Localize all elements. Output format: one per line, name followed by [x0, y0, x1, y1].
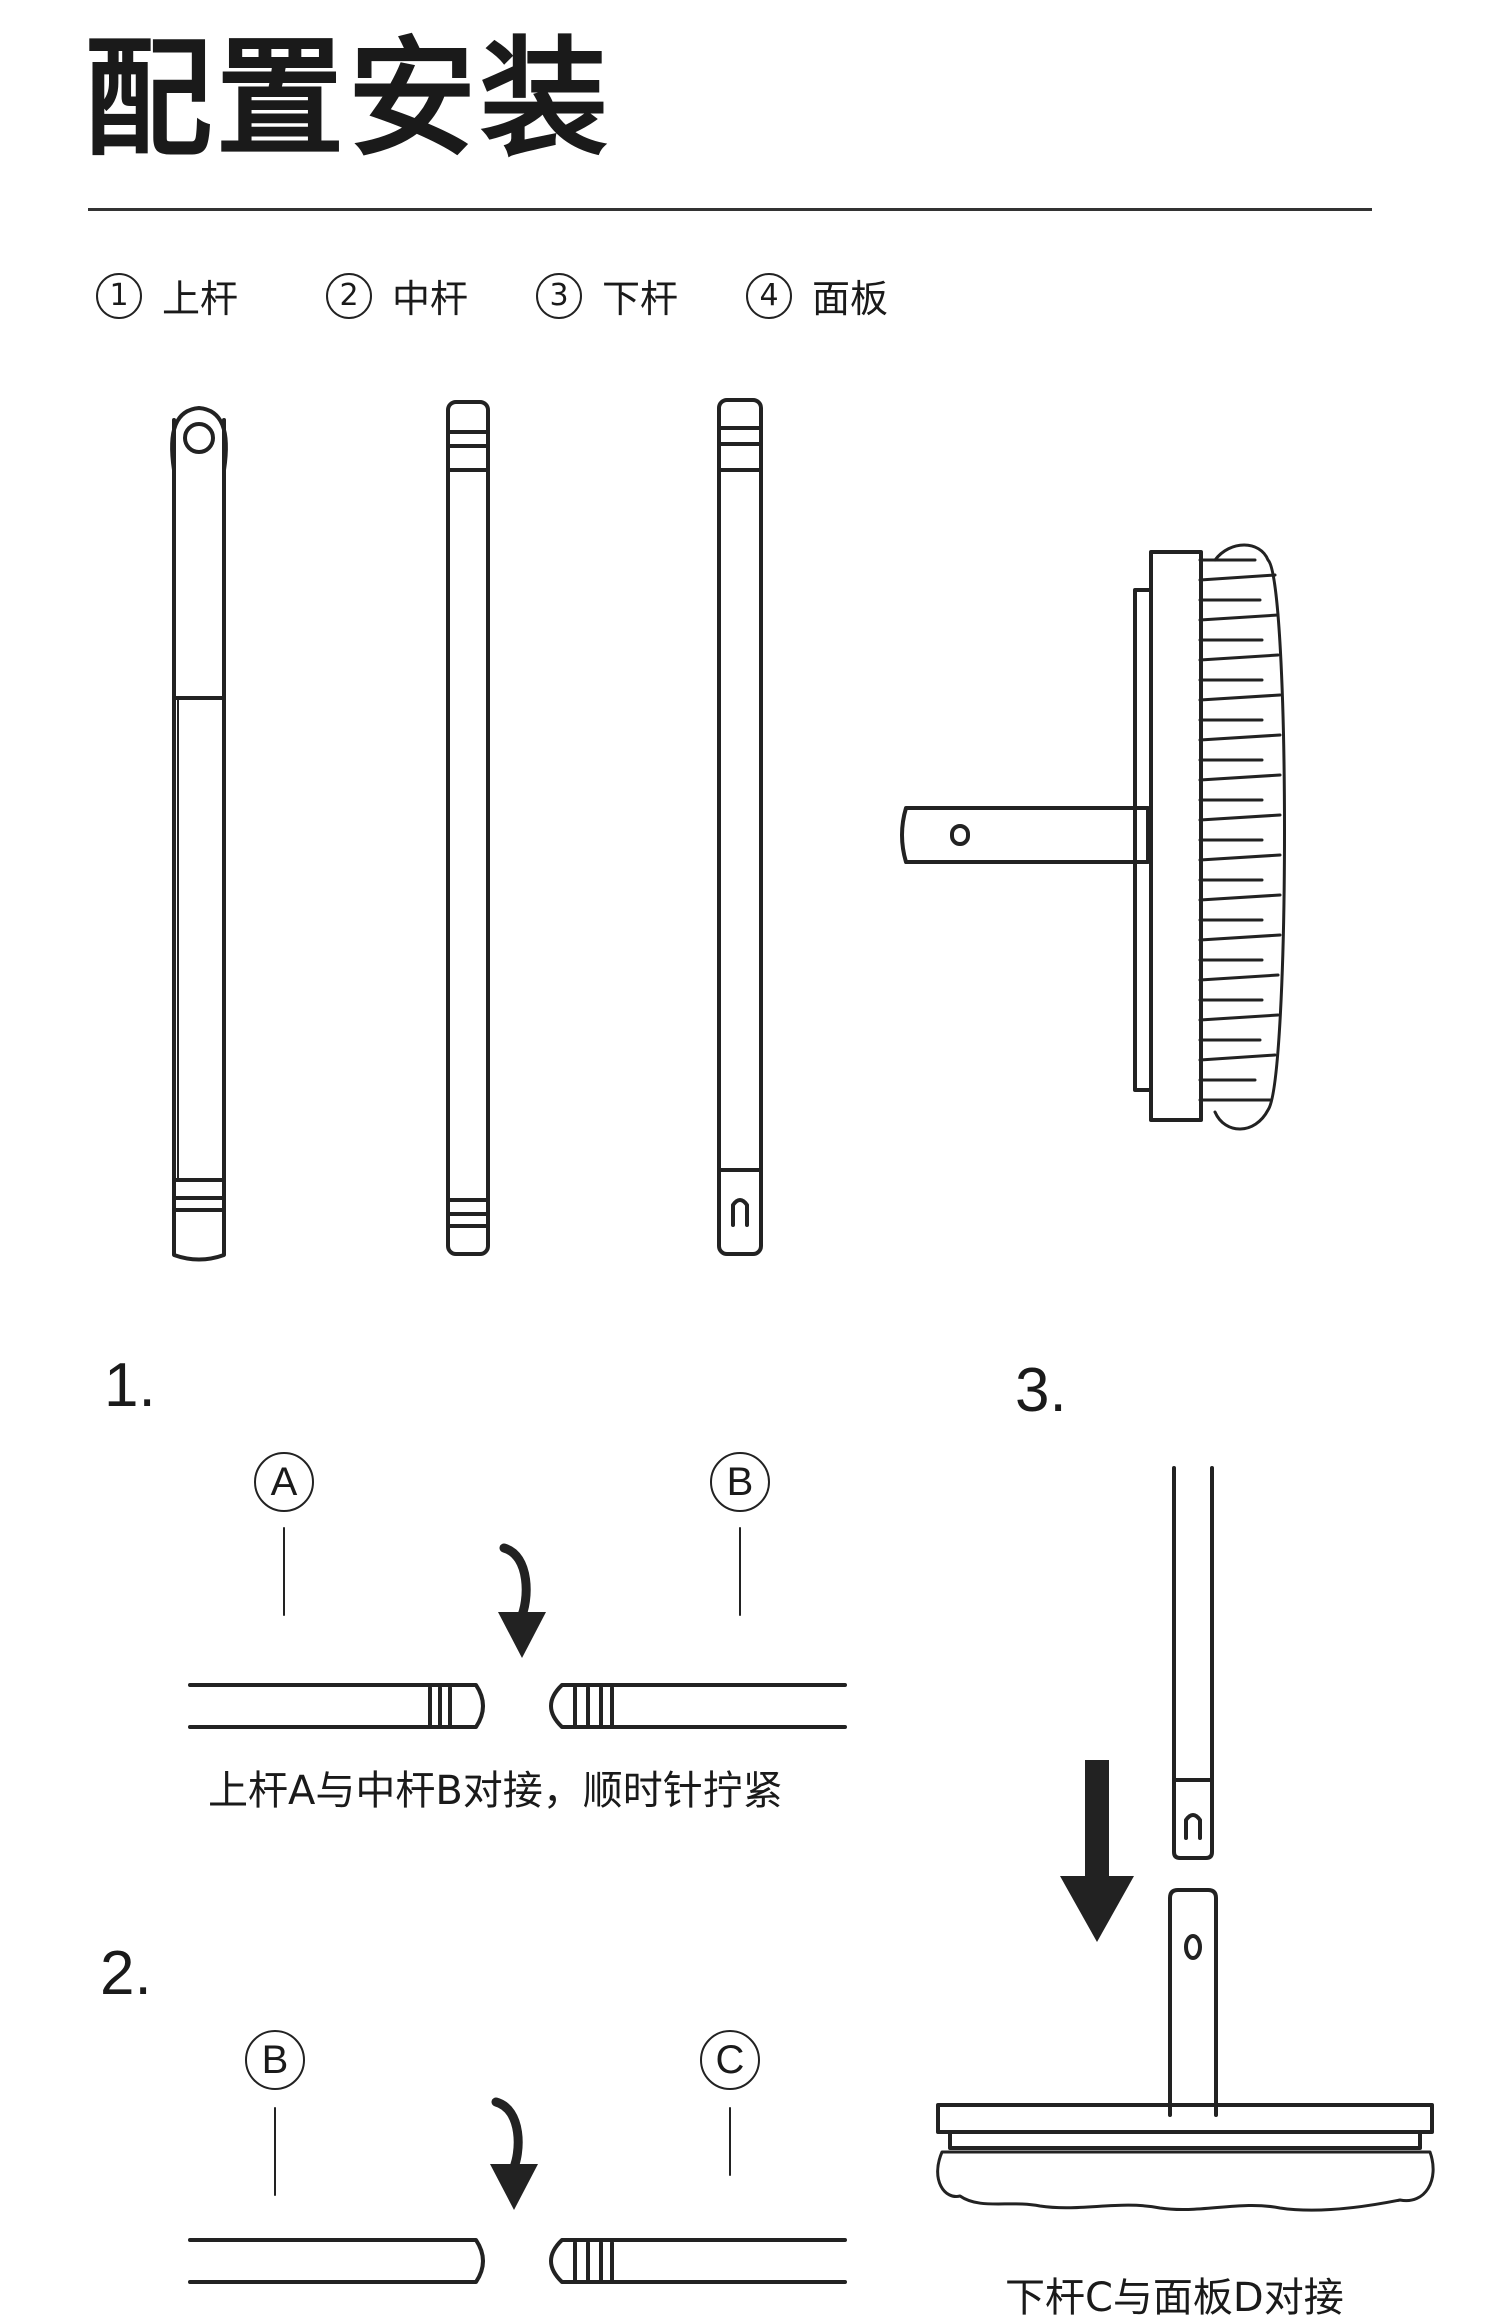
step3-caption: 下杆C与面板D对接 [1005, 2275, 1344, 2321]
step2-illustration [188, 2097, 847, 2284]
step-number-1: 1. [104, 1351, 156, 1420]
top-pole-illustration [170, 406, 228, 1262]
part-number: 3 [536, 272, 582, 319]
step1-illustration [188, 1527, 847, 1729]
part-label: 面板 [812, 277, 889, 321]
part-item-4: 4 面板 [746, 268, 888, 323]
label-b-circle: B [710, 1452, 770, 1512]
part-label: 下杆 [602, 277, 679, 321]
step1-caption: 上杆A与中杆B对接，顺时针拧紧 [208, 1768, 783, 1814]
label-b-circle: B [245, 2030, 305, 2090]
part-item-3: 3 下杆 [536, 268, 678, 323]
step3-illustration [936, 1466, 1435, 2212]
label-a-circle: A [254, 1452, 314, 1512]
page-title: 配置安装 [84, 25, 613, 174]
bottom-pole-illustration [717, 398, 763, 1256]
part-item-2: 2 中杆 [326, 268, 468, 323]
part-label: 中杆 [392, 277, 469, 321]
part-number: 4 [746, 272, 792, 319]
part-number: 1 [96, 272, 142, 319]
step-number-3: 3. [1015, 1356, 1067, 1425]
part-item-1: 1 上杆 [96, 268, 238, 323]
middle-pole-illustration [446, 400, 490, 1256]
part-label: 上杆 [162, 277, 239, 321]
part-number: 2 [326, 272, 372, 319]
mop-panel-illustration [900, 543, 1286, 1131]
label-c-circle: C [700, 2030, 760, 2090]
title-divider [88, 208, 1372, 211]
step-number-2: 2. [100, 1939, 152, 2008]
